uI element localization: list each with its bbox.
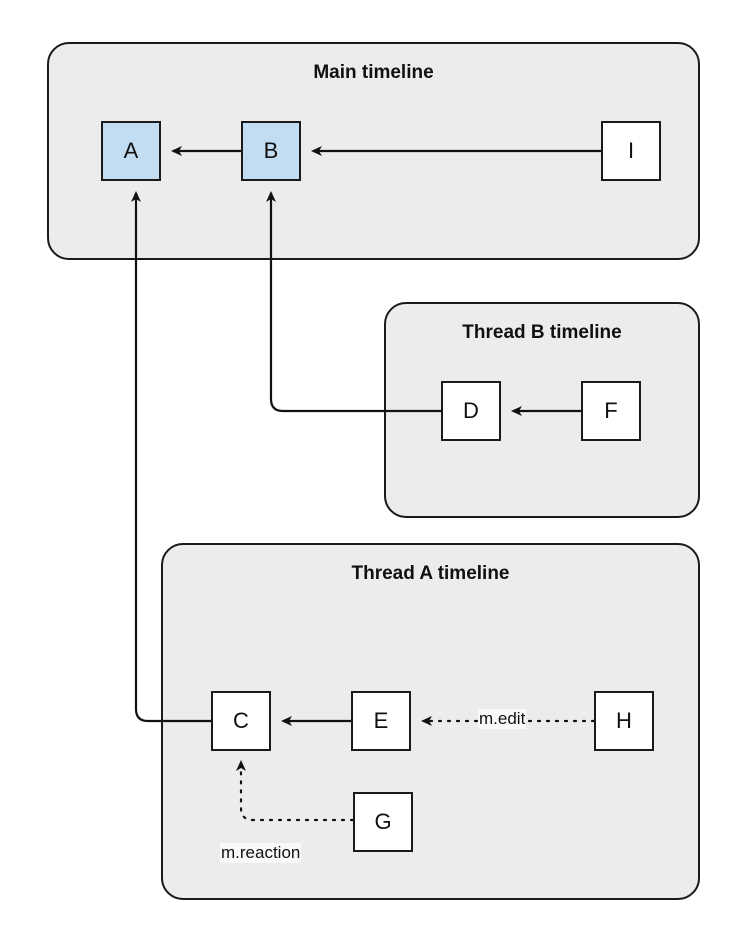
node-i-label: I: [627, 138, 635, 163]
node-i[interactable]: I: [601, 121, 661, 181]
edge-label-m-reaction: m.reaction: [220, 843, 302, 863]
edge-d-to-b: [266, 191, 441, 413]
node-d-label: D: [463, 398, 479, 423]
edge-g-to-c: [236, 760, 355, 822]
node-c-label: C: [233, 708, 249, 733]
group-main-timeline-title: Main timeline: [313, 62, 434, 83]
node-h-label: H: [616, 708, 632, 733]
node-c[interactable]: C: [211, 691, 271, 751]
node-e-label: E: [373, 708, 389, 733]
edge-label-m-edit: m.edit: [478, 709, 527, 729]
node-b[interactable]: B: [241, 121, 301, 181]
node-g[interactable]: G: [353, 792, 413, 852]
node-g-label: G: [374, 809, 392, 834]
group-thread-a-timeline-title: Thread A timeline: [351, 563, 510, 584]
edge-c-to-a: [131, 191, 211, 723]
node-a-label: A: [123, 138, 139, 163]
node-d[interactable]: D: [441, 381, 501, 441]
group-thread-b-timeline-title: Thread B timeline: [462, 322, 622, 343]
node-b-label: B: [263, 138, 279, 163]
node-e[interactable]: E: [351, 691, 411, 751]
node-f-label: F: [604, 398, 618, 423]
node-h[interactable]: H: [594, 691, 654, 751]
node-a[interactable]: A: [101, 121, 161, 181]
node-f[interactable]: F: [581, 381, 641, 441]
